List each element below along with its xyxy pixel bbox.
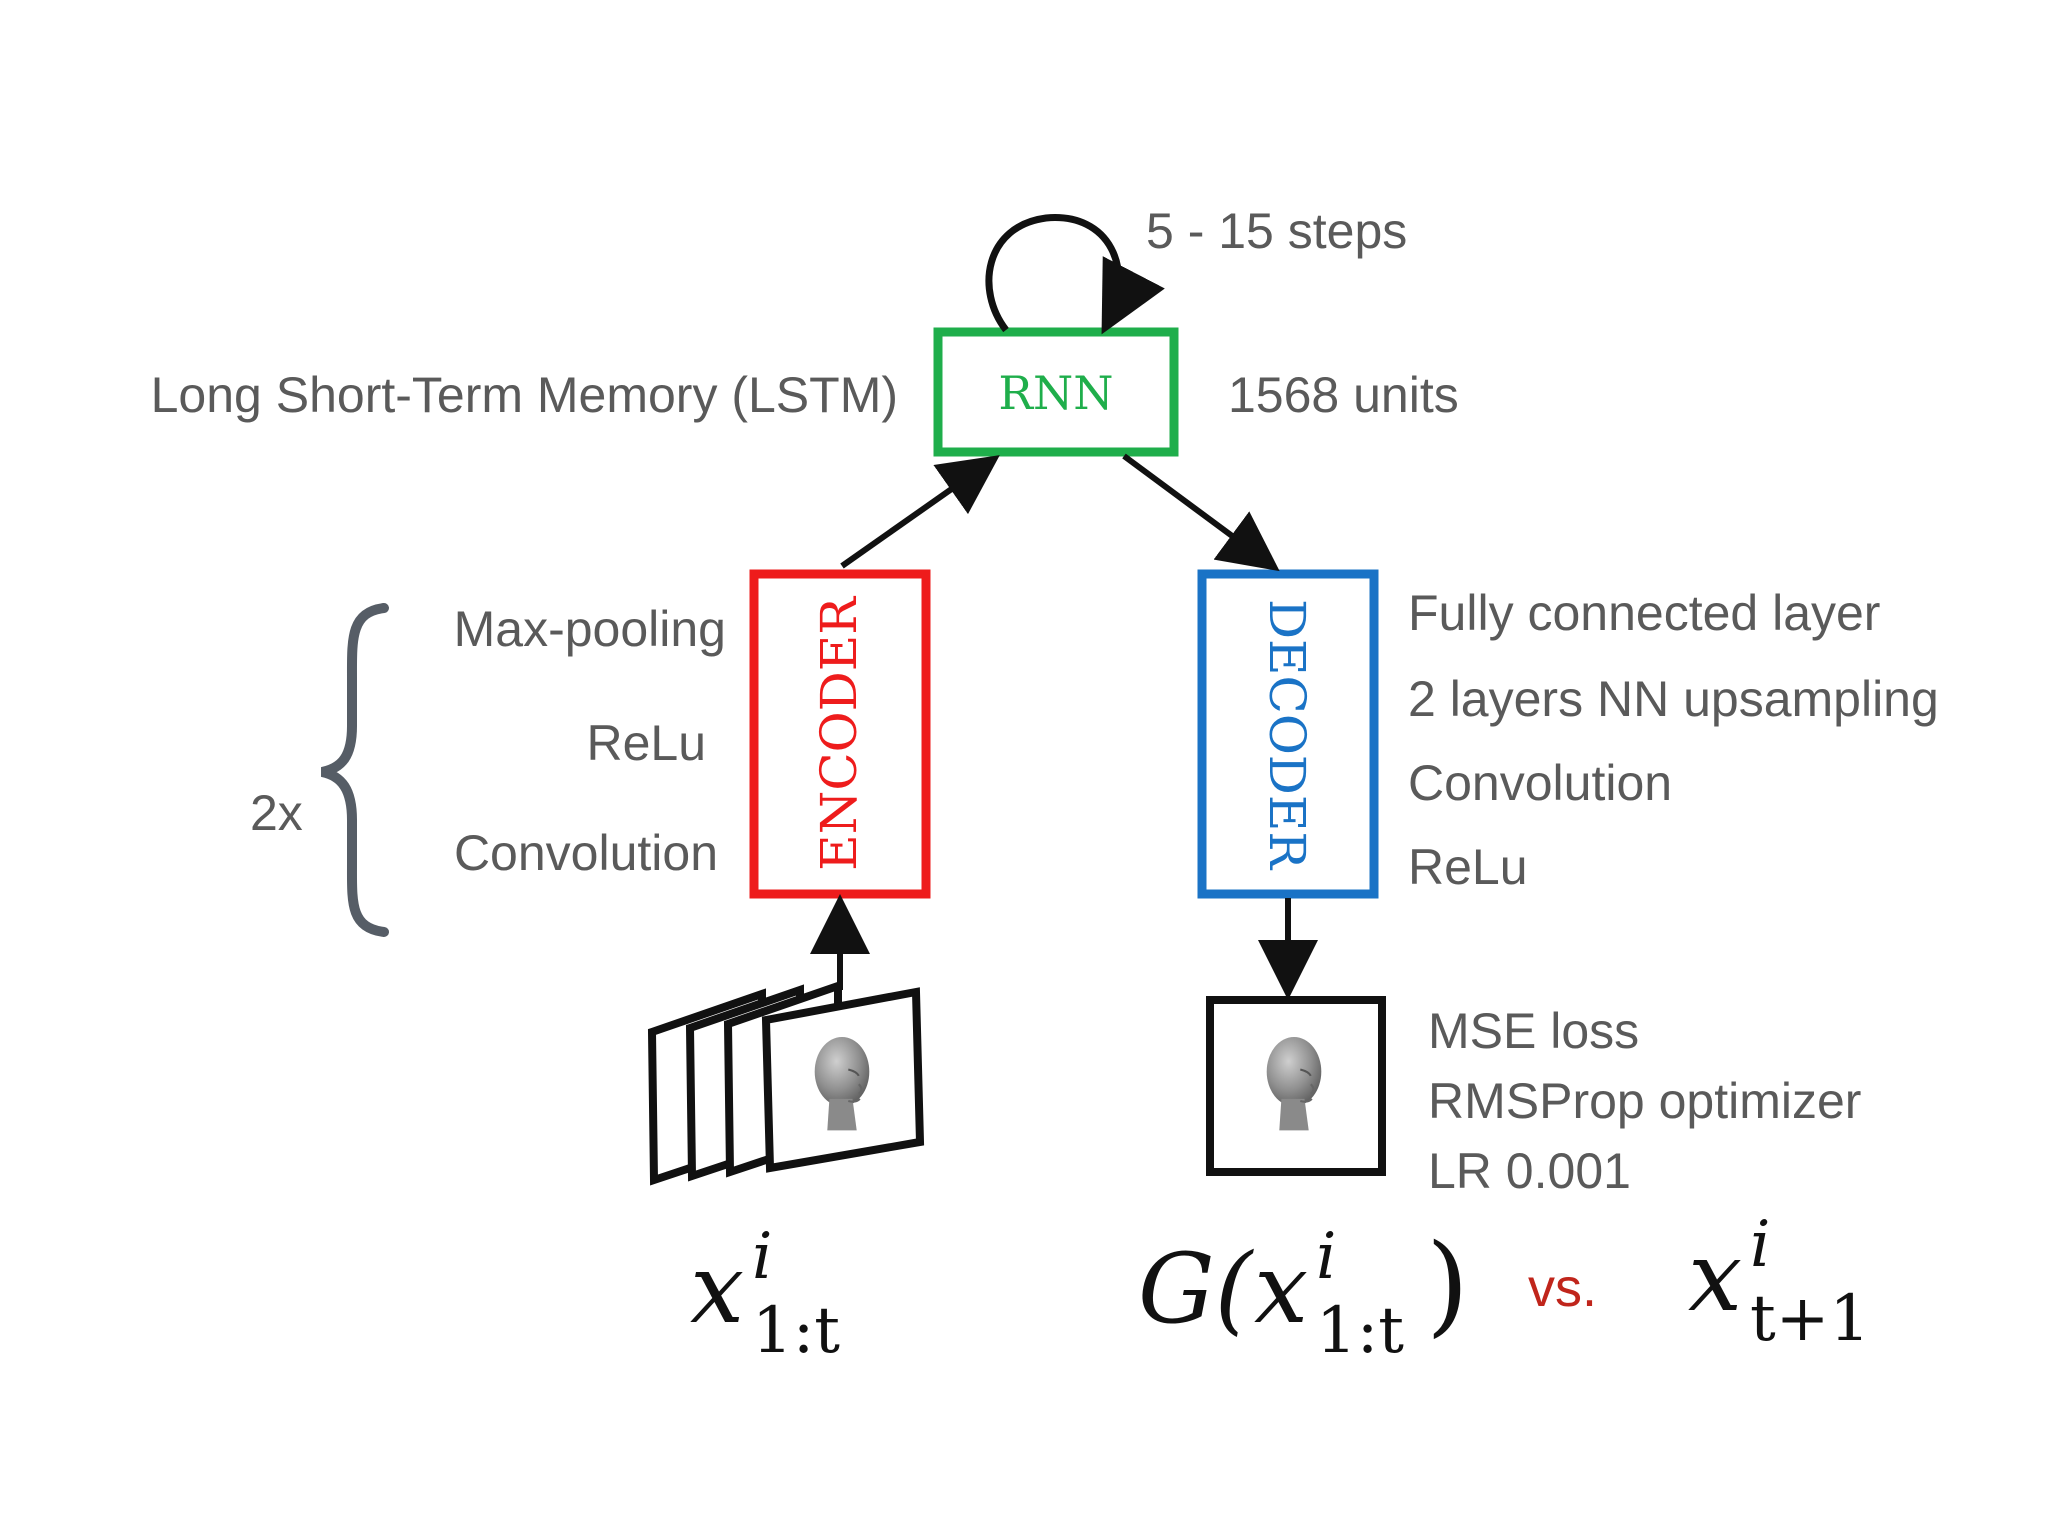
rnn-box	[933, 327, 1179, 457]
encoder-layer-maxpool: Max-pooling	[454, 601, 726, 657]
input-math-label: x i 1:t	[690, 1220, 840, 1368]
output-math-label: G( x i 1:t )	[1138, 1220, 1469, 1368]
vs-label: vs.	[1528, 1258, 1597, 1318]
encoder-to-rnn-arrow	[840, 455, 1000, 569]
training-lr: LR 0.001	[1428, 1143, 1631, 1199]
rnn-type-label: Long Short-Term Memory (LSTM)	[151, 367, 898, 423]
recurrent-loop-arrow	[985, 214, 1165, 335]
repeat-brace-icon	[320, 603, 389, 937]
rnn-loop-label: 5 - 15 steps	[1146, 203, 1407, 259]
encoder-label: ENCODER	[810, 596, 868, 871]
svg-text:x: x	[1688, 1221, 1742, 1333]
svg-text:i: i	[1316, 1220, 1336, 1294]
rnn-label: RNN	[998, 366, 1113, 420]
svg-text:x: x	[1254, 1233, 1308, 1345]
encoder-repeat-label: 2x	[250, 785, 303, 841]
decoder-box	[1197, 569, 1379, 899]
output-frame-icon	[1206, 996, 1386, 1176]
training-loss: MSE loss	[1428, 1003, 1639, 1059]
svg-text:G(: G(	[1138, 1233, 1255, 1345]
svg-text:): )	[1426, 1220, 1469, 1348]
svg-text:x: x	[690, 1233, 744, 1345]
svg-text:1:t: 1:t	[1316, 1294, 1404, 1368]
encoder-layer-relu: ReLu	[586, 715, 706, 771]
encoder-block: ENCODER	[749, 569, 931, 899]
svg-text:i: i	[752, 1220, 772, 1294]
decoder-layer-upsampling: 2 layers NN upsampling	[1408, 671, 1939, 727]
svg-text:1:t: 1:t	[752, 1294, 840, 1368]
input-frames-icon	[647, 980, 925, 1186]
target-math-label: x i t+1	[1688, 1208, 1870, 1356]
svg-text:i: i	[1750, 1208, 1770, 1282]
svg-text:t+1: t+1	[1750, 1282, 1870, 1356]
rnn-to-decoder-arrow	[1122, 453, 1280, 572]
decoder-layer-conv: Convolution	[1408, 755, 1672, 811]
training-optimizer: RMSProp optimizer	[1428, 1073, 1861, 1129]
decoder-layer-relu: ReLu	[1408, 839, 1528, 895]
decoder-label: DECODER	[1258, 599, 1316, 870]
encoder-layer-conv: Convolution	[454, 825, 718, 881]
rnn-block: RNN	[933, 327, 1179, 457]
decoder-block: DECODER	[1197, 569, 1379, 899]
rnn-units-label: 1568 units	[1228, 367, 1459, 423]
decoder-layer-fc: Fully connected layer	[1408, 585, 1880, 641]
